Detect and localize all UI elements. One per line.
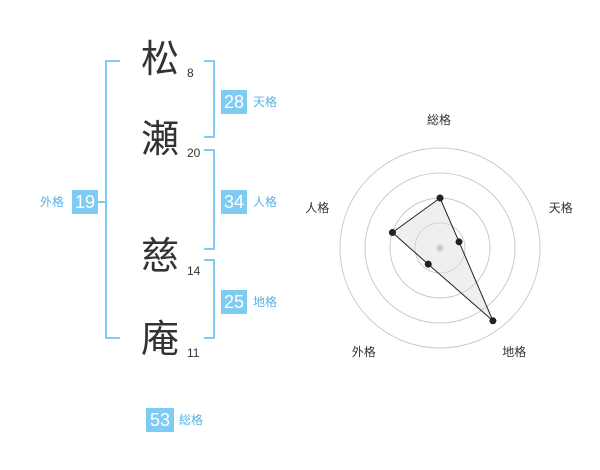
soukaku-value: 53 <box>146 408 174 432</box>
chikaku-label: 地格 <box>253 295 278 309</box>
radar-axis-label: 地格 <box>502 344 527 359</box>
jinkaku-value: 34 <box>221 190 247 214</box>
radar-axis-label: 外格 <box>351 344 376 359</box>
name-char-3: 慈 <box>141 234 180 278</box>
soukaku-label: 総格 <box>179 413 204 427</box>
radar-point-1 <box>436 194 444 202</box>
radar-axis-label: 総格 <box>427 113 452 127</box>
gaikaku-value: 19 <box>72 190 98 214</box>
radar-ring-4 <box>339 147 541 349</box>
radar-point-4 <box>424 260 432 268</box>
radar-point-5 <box>388 229 396 237</box>
radar-axis-label: 天格 <box>548 201 573 216</box>
radar-point-3 <box>489 317 497 325</box>
name-char-4: 庵 <box>141 317 180 361</box>
stroke-count-1: 8 <box>187 66 194 80</box>
stroke-count-3: 14 <box>187 264 201 278</box>
name-char-2: 瀬 <box>141 117 180 161</box>
radar-ring-2 <box>389 197 491 299</box>
gaikaku-label: 外格 <box>40 195 65 209</box>
jinkaku-label: 人格 <box>253 195 278 209</box>
radar-axis-label: 人格 <box>305 201 330 216</box>
stroke-count-4: 11 <box>187 346 200 360</box>
chikaku-value: 25 <box>221 290 247 314</box>
radar-center-dot <box>436 244 444 252</box>
radar-point-2 <box>455 238 463 246</box>
radar-ring-1 <box>414 222 466 274</box>
radar-ring-3 <box>364 172 516 324</box>
stroke-count-2: 20 <box>187 146 201 160</box>
tenkaku-value: 28 <box>221 90 247 114</box>
name-char-1: 松 <box>141 37 180 81</box>
radar-series-polygon <box>391 197 494 322</box>
tenkaku-label: 天格 <box>253 95 278 109</box>
